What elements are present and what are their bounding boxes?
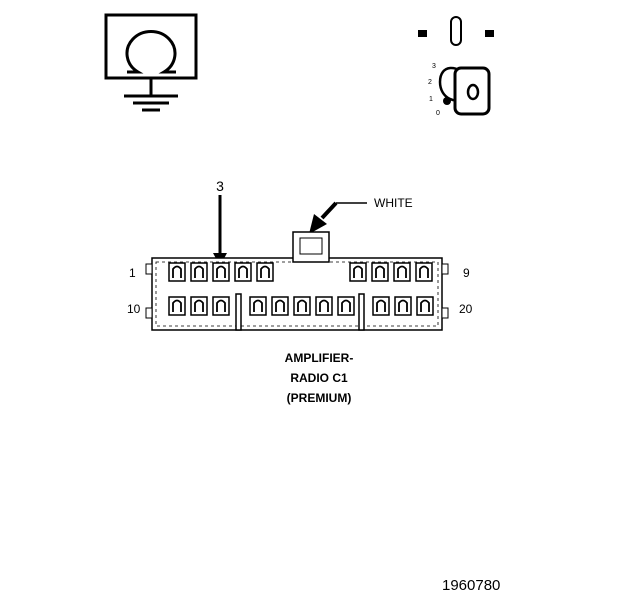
terminal-cavity xyxy=(416,296,434,316)
key-position-label: 0 xyxy=(436,110,440,117)
key-position-label: 3 xyxy=(432,63,436,70)
ground-symbol-icon xyxy=(104,13,198,112)
terminal-cavity xyxy=(349,262,367,282)
terminal-cavity xyxy=(293,296,311,316)
terminal-cavity xyxy=(190,296,208,316)
connector-body xyxy=(145,231,449,331)
ignition-key-switch-icon: 3 2 1 0 xyxy=(418,16,494,117)
figure-id: 1960780 xyxy=(442,577,500,594)
terminal-cavity xyxy=(372,296,390,316)
terminal-cavity xyxy=(168,262,186,282)
key-slot-icon xyxy=(450,16,462,46)
terminal-cavity xyxy=(415,262,433,282)
terminal-cavity xyxy=(234,262,252,282)
terminal-cavity xyxy=(393,262,411,282)
terminal-cavity xyxy=(249,296,267,316)
key-position-label: 2 xyxy=(428,79,432,86)
pin-number-label: 9 xyxy=(463,266,470,280)
terminal-cavity xyxy=(337,296,355,316)
terminal-cavity xyxy=(371,262,389,282)
color-callout: WHITE xyxy=(309,196,413,234)
keying-slot xyxy=(358,293,365,331)
terminal-cavity xyxy=(212,296,230,316)
pin-callout: 3 xyxy=(213,178,227,266)
connector-name-line3: (PREMIUM) xyxy=(287,391,352,405)
indicator-square-left xyxy=(418,30,427,37)
indicator-square-right xyxy=(485,30,494,37)
terminal-cavity xyxy=(190,262,208,282)
key-position-dot xyxy=(443,97,451,105)
terminal-cavity xyxy=(315,296,333,316)
pin-number-label: 1 xyxy=(129,266,136,280)
terminal-cavity xyxy=(271,296,289,316)
pin-number-label: 10 xyxy=(127,302,141,316)
key-head-icon xyxy=(453,66,491,116)
connector-name-line1: AMPLIFIER- xyxy=(285,351,354,365)
terminal-cavity xyxy=(168,296,186,316)
terminal-cavity xyxy=(394,296,412,316)
terminal-cavity xyxy=(256,262,274,282)
connector-color-label: WHITE xyxy=(374,196,413,210)
keying-slot xyxy=(235,293,242,331)
pin-number-label: 20 xyxy=(459,302,473,316)
callout-pin-number: 3 xyxy=(216,178,224,194)
key-position-label: 1 xyxy=(429,96,433,103)
connector-name-line2: RADIO C1 xyxy=(290,371,348,385)
terminal-cavity xyxy=(212,262,230,282)
